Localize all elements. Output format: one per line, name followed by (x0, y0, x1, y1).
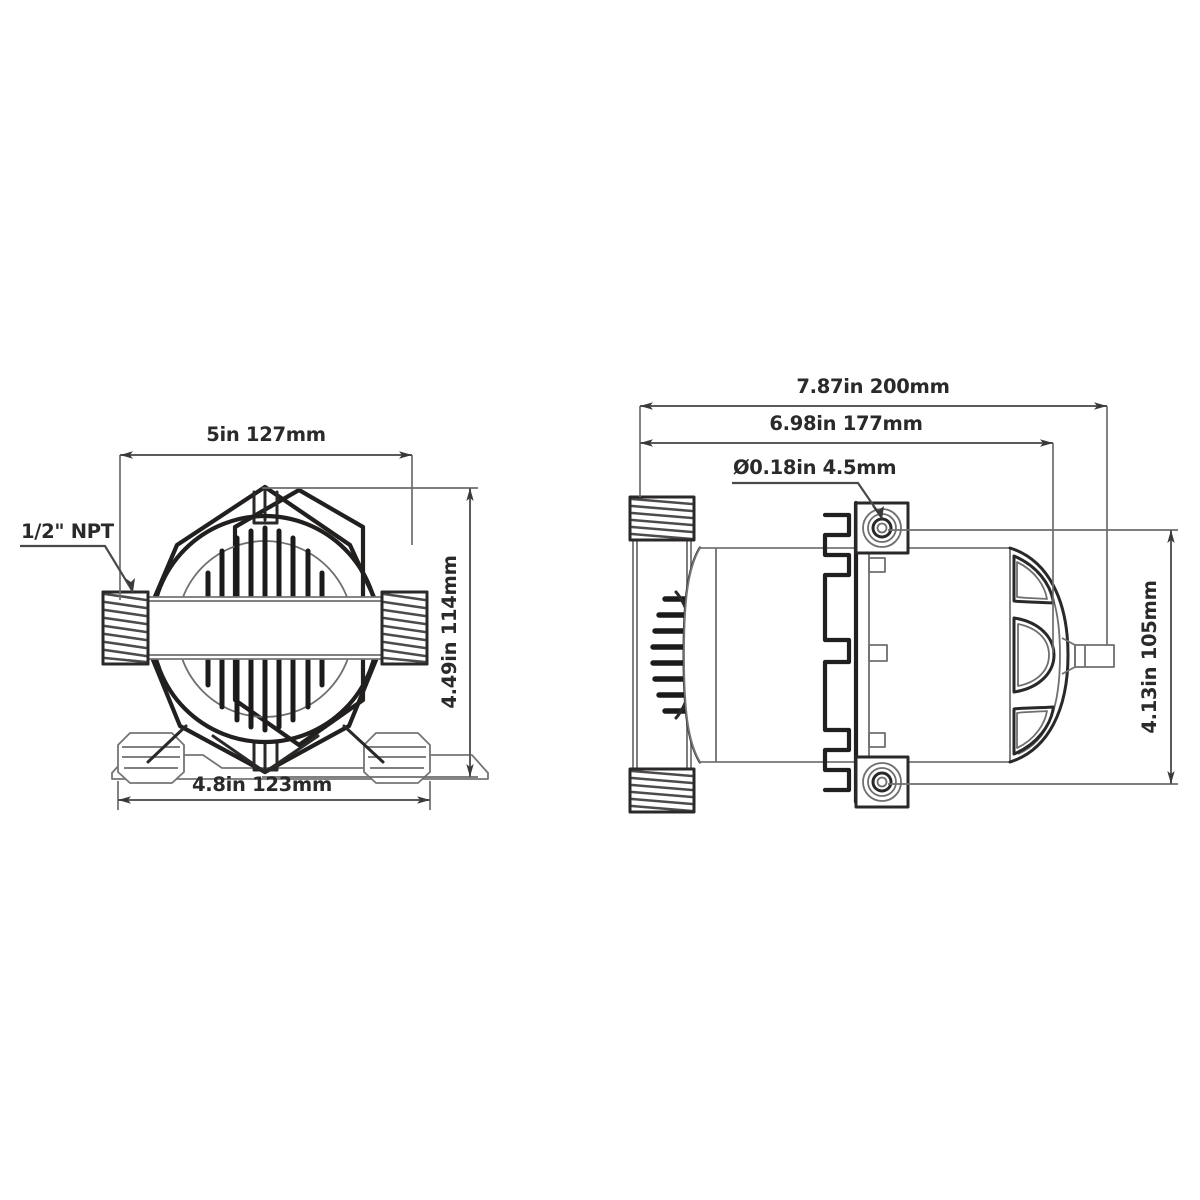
front-height-dim-label: 4.49in 114mm (438, 555, 461, 708)
front-right-threaded-port (380, 590, 429, 666)
front-view-group (101, 484, 489, 784)
side-view-dimensions: 7.87in 200mm 6.98in 177mm Ø0.18in 4.5mm … (639, 375, 1178, 785)
side-overall-length-dim-label: 7.87in 200mm (796, 375, 949, 398)
side-height-dim-label: 4.13in 105mm (1138, 580, 1161, 733)
front-inlet-outlet-pipe (107, 596, 423, 660)
side-view-group (628, 495, 1115, 814)
side-end-cage (1008, 546, 1115, 764)
side-inlet-pipe (628, 495, 705, 814)
mounting-hole-callout-label: Ø0.18in 4.5mm (733, 456, 896, 479)
npt-callout-label: 1/2" NPT (21, 520, 115, 543)
front-width-bottom-dim-label: 4.8in 123mm (192, 773, 332, 796)
front-left-threaded-port (101, 590, 150, 666)
front-view-dimensions: 5in 127mm 4.49in 114mm 4.8in 123mm 1/2" … (20, 423, 478, 810)
side-body-length-dim-label: 6.98in 177mm (769, 412, 922, 435)
front-width-top-dim-label: 5in 127mm (206, 423, 326, 446)
